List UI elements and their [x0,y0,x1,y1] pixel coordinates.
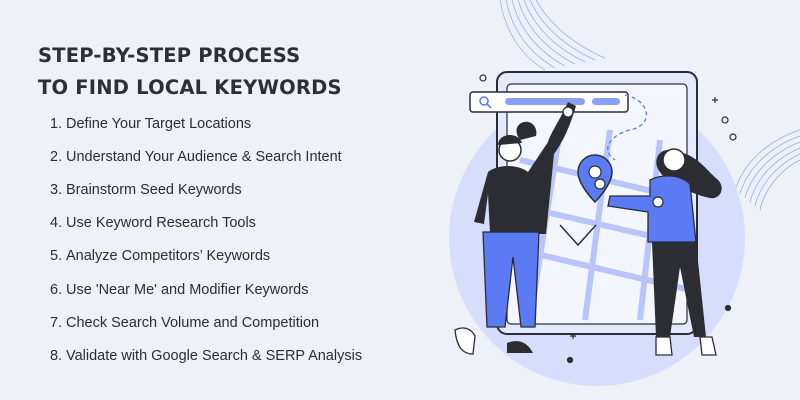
step-text: Understand Your Audience & Search Intent [66,148,342,165]
step-item: 6.Use 'Near Me' and Modifier Keywords [50,273,362,306]
search-icon [479,96,492,109]
step-number: 6. [50,281,63,298]
step-text: Brainstorm Seed Keywords [66,181,242,198]
step-text: Analyze Competitors’ Keywords [66,248,271,265]
step-number: 7. [50,314,63,331]
step-number: 3. [50,181,63,198]
step-item: 8.Validate with Google Search & SERP Ana… [50,339,362,372]
woman-figure [594,148,722,356]
map-pin-icon [559,154,613,247]
search-bar [469,91,629,113]
man-figure [454,102,576,355]
step-text: Define Your Target Locations [66,115,252,132]
dashed-route [607,94,648,161]
sparkle-icon [570,97,718,339]
step-item: 3.Brainstorm Seed Keywords [50,173,362,206]
title-line-1: STEP-BY-STEP PROCESS [38,44,301,67]
step-text: Use 'Near Me' and Modifier Keywords [66,281,309,298]
step-number: 8. [50,347,63,364]
title-line-2: TO FIND LOCAL KEYWORDS [38,76,342,99]
step-item: 7.Check Search Volume and Competition [50,306,362,339]
decorative-lines-top [499,0,606,71]
step-number: 1. [50,115,63,132]
page-title: STEP-BY-STEP PROCESS TO FIND LOCAL KEYWO… [38,40,342,104]
step-item: 1.Define Your Target Locations [50,107,362,140]
step-number: 4. [50,215,63,232]
steps-list: 1.Define Your Target Locations 2.Underst… [50,107,362,373]
step-item: 5.Analyze Competitors’ Keywords [50,240,362,273]
step-text: Use Keyword Research Tools [66,215,256,232]
step-item: 2.Understand Your Audience & Search Inte… [50,140,362,173]
local-search-illustration [449,0,800,386]
step-text: Validate with Google Search & SERP Analy… [66,347,363,364]
decorative-dots [479,74,737,364]
decorative-lines-right [734,129,800,211]
step-text: Check Search Volume and Competition [66,314,320,331]
step-item: 4.Use Keyword Research Tools [50,207,362,240]
step-number: 2. [50,148,63,165]
step-number: 5. [50,248,63,265]
